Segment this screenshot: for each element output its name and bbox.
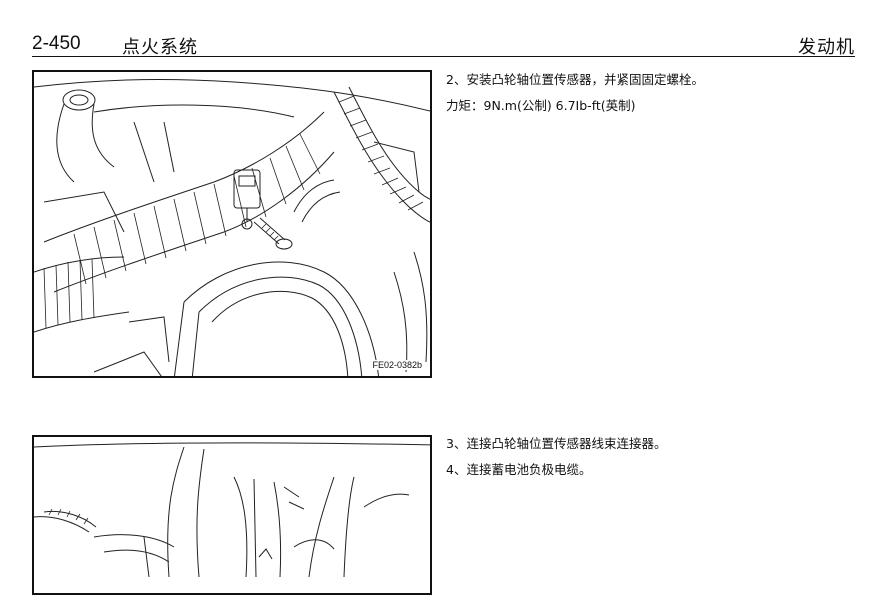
instructions-block-2: 3、连接凸轮轴位置传感器线束连接器。 4、连接蓄电池负极电缆。 <box>446 436 846 488</box>
torque-spec: 力矩：9N.m(公制) 6.7Ib-ft(英制) <box>446 98 636 113</box>
step-4: 4、连接蓄电池负极电缆。 <box>446 462 592 477</box>
chapter-title: 发动机 <box>798 37 855 58</box>
header-rule <box>32 56 855 57</box>
step-3: 3、连接凸轮轴位置传感器线束连接器。 <box>446 436 667 451</box>
page-number: 2-450 <box>32 33 81 54</box>
engine-illustration-1: FE02-0382b <box>32 70 432 378</box>
figure-code: FE02-0382b <box>370 360 424 370</box>
instructions-block-1: 2、安装凸轮轴位置传感器，并紧固固定螺栓。 力矩：9N.m(公制) 6.7Ib-… <box>446 72 846 124</box>
page-header: 2-450 点火系统 发动机 <box>32 30 855 60</box>
engine-illustration-2 <box>32 435 432 595</box>
step-2: 2、安装凸轮轴位置传感器，并紧固固定螺栓。 <box>446 72 704 87</box>
section-title: 点火系统 <box>122 37 198 58</box>
